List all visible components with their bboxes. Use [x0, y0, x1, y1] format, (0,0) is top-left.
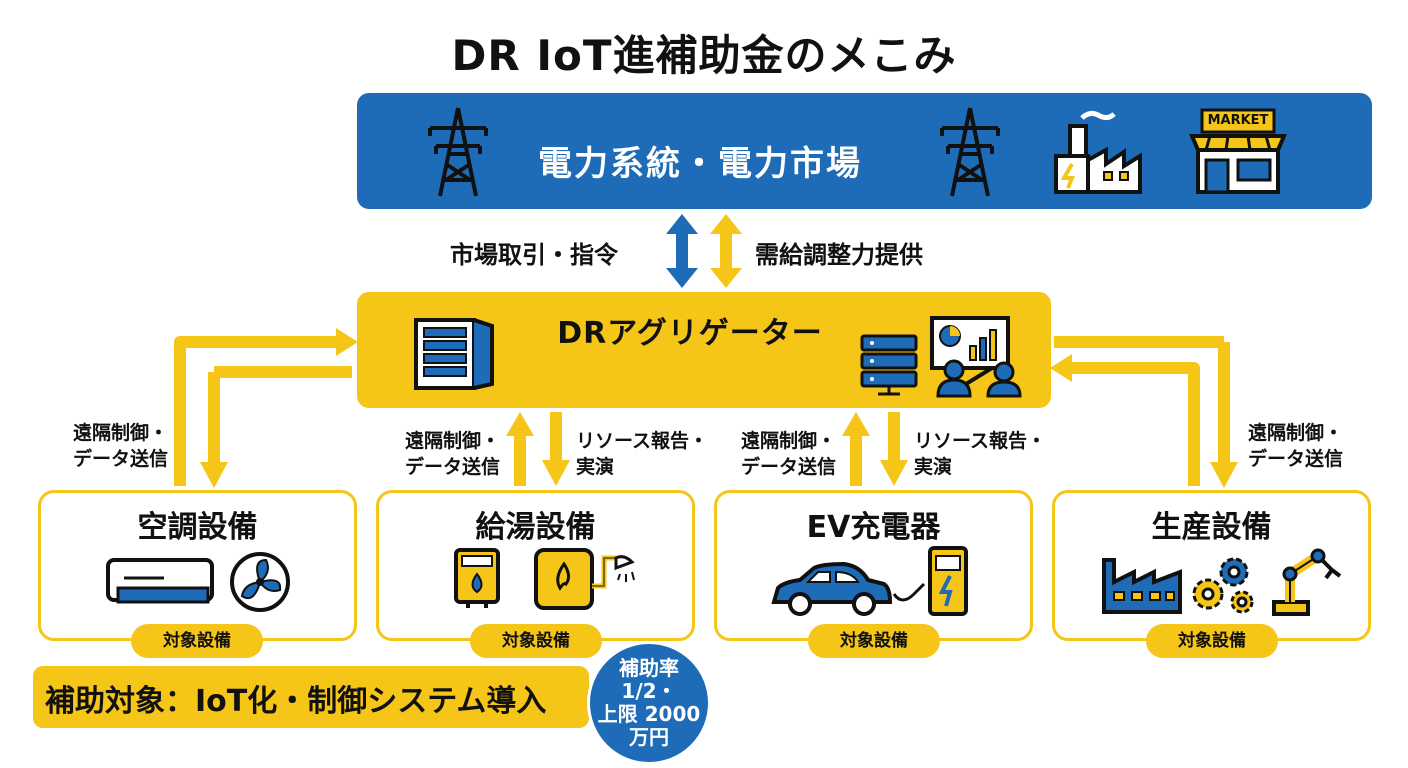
boiler-shower-icon [534, 548, 635, 610]
robot-arm-icon [1272, 548, 1342, 616]
transmission-tower-icon [940, 107, 1000, 197]
report-label-left-inner: リソース報告・実演 [576, 430, 709, 478]
car-icon [771, 561, 893, 616]
server-stack-icon [860, 334, 918, 396]
device-title: EV充電器 [806, 510, 941, 545]
control-label-left-inner: 遠隔制御・データ送信 [404, 430, 500, 478]
transmission-tower-icon [428, 107, 488, 197]
device-card-ev-charger [714, 490, 1033, 641]
target-badge: 対象設備 [808, 624, 940, 658]
trade-arrow-icon [666, 214, 698, 288]
subsidy-target-bar [33, 666, 589, 728]
control-label-left: 遠隔制御・データ送信 [72, 422, 168, 470]
power-grid-label: 電力系統・電力市場 [538, 144, 862, 184]
factory-icon [1102, 558, 1182, 614]
report-label-right-inner: リソース報告・実演 [914, 430, 1047, 478]
supply-arrow-icon [710, 214, 742, 288]
control-label-right: 遠隔制御・データ送信 [1248, 422, 1344, 470]
server-rack-icon [414, 318, 494, 390]
water-heater-icon [454, 548, 500, 608]
fan-icon [230, 552, 290, 612]
target-badge: 対象設備 [470, 624, 602, 658]
supply-label: 需給調整力提供 [755, 241, 923, 269]
device-title: 給湯設備 [475, 510, 596, 545]
presenter-dashboard-icon [930, 316, 1022, 398]
air-conditioner-icon [106, 558, 214, 604]
trade-label: 市場取引・指令 [450, 241, 618, 269]
target-badge: 対象設備 [1146, 624, 1278, 658]
power-plant-icon [1054, 110, 1142, 194]
target-badge: 対象設備 [131, 624, 263, 658]
subsidy-rate-badge: 補助率 1/2・ 上限 2000 万円 [587, 641, 711, 765]
gears-icon [1192, 557, 1254, 614]
market-sign-label: MARKET [1207, 113, 1269, 128]
market-store-icon [1188, 108, 1288, 194]
page-title: DR IoT進補助金のメこみ [451, 31, 957, 80]
device-title: 生産設備 [1151, 510, 1272, 545]
subsidy-target-text: 補助対象：IoT化・制御システム導入 [45, 684, 547, 719]
device-title: 空調設備 [137, 510, 258, 545]
ev-charger-icon [892, 546, 968, 616]
aggregator-label: DRアグリゲーター [557, 316, 823, 351]
control-label-right-inner: 遠隔制御・データ送信 [740, 430, 836, 478]
